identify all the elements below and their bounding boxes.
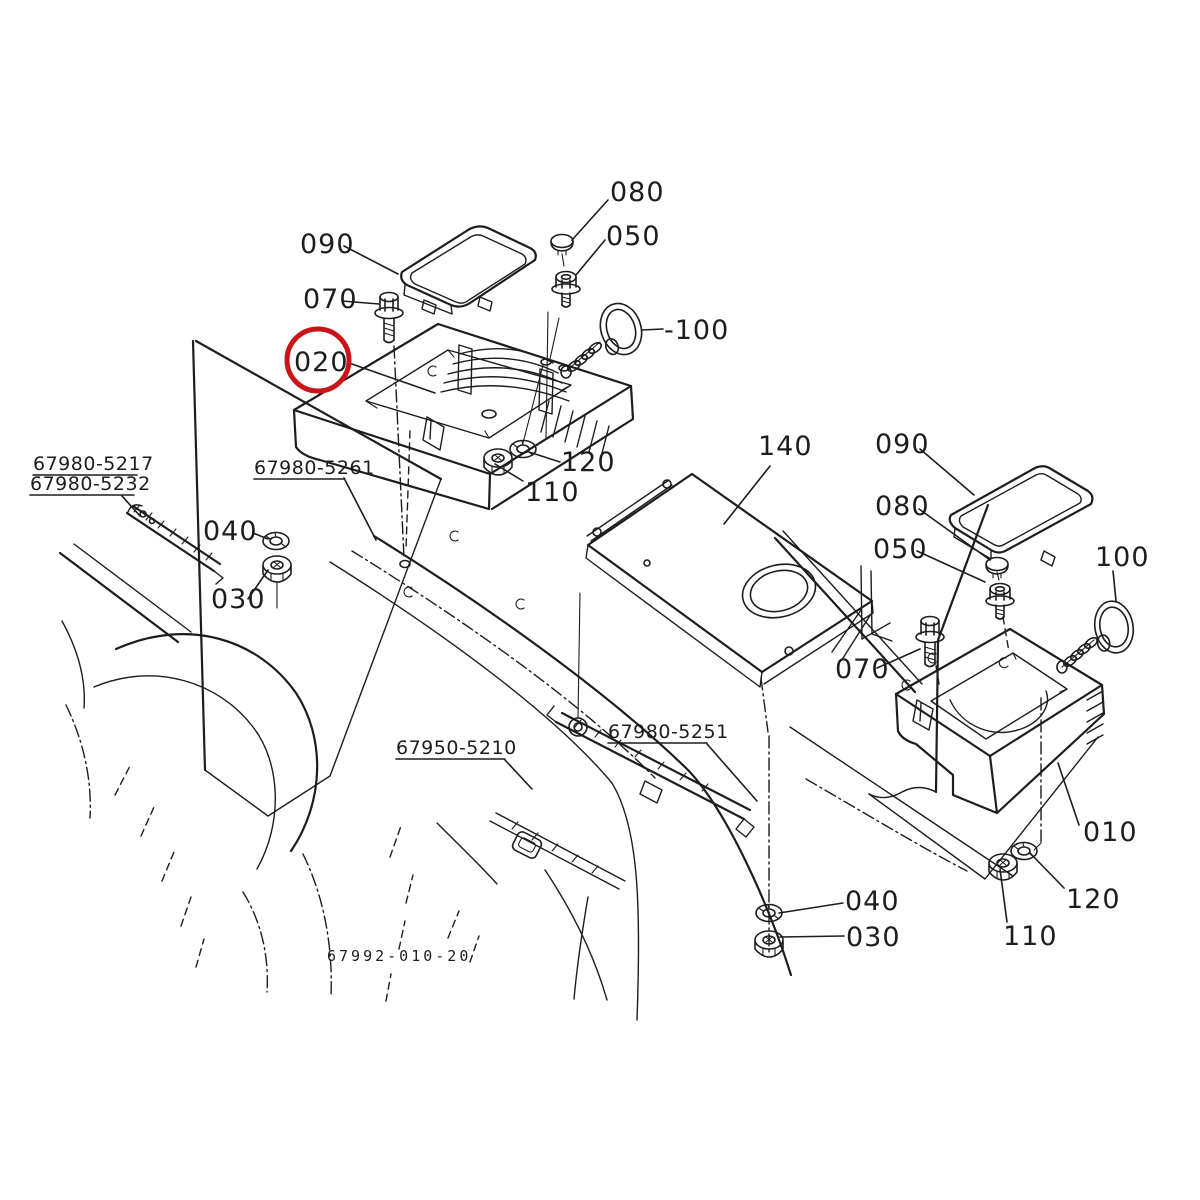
callout-right-bolt-070: 070	[835, 654, 890, 685]
callout-right-nut-110: 110	[1003, 921, 1058, 952]
leader-lines	[121, 199, 1117, 938]
left-fender-hardware	[262, 531, 292, 609]
right-knob-assembly	[1056, 600, 1135, 674]
callout-left-screw-050: 050	[606, 221, 661, 252]
drawing-number: 67992-010-20	[327, 947, 471, 965]
left-console-box	[292, 322, 635, 511]
callout-bottom-nut-030: 030	[846, 922, 901, 953]
part-number-right-panel: 67980-5251	[608, 721, 729, 743]
callout-leftfender-nut-030: 030	[211, 584, 266, 615]
callout-right-knob-100: 100	[1095, 542, 1150, 573]
left-console-washers	[483, 364, 544, 476]
part-number-underlines	[29, 474, 708, 760]
right-fender-curves	[773, 503, 1099, 880]
left-console-fasteners	[374, 233, 581, 569]
callout-right-cover-090: 090	[875, 429, 930, 460]
part-number-left-bracket-lower: 67980-5232	[30, 473, 151, 495]
callout-left-cap-080: 080	[610, 177, 665, 208]
callout-left-bolt-070: 070	[303, 284, 358, 315]
part-number-shield-panel: 67980-5261	[254, 457, 375, 479]
center-panel-140	[585, 472, 893, 955]
callout-left-knob-100: -100	[664, 315, 729, 346]
callout-right-cap-080: 080	[875, 491, 930, 522]
callout-center-nut-110: 110	[525, 477, 580, 508]
callout-right-console-010: 010	[1083, 817, 1138, 848]
center-fender-curves	[329, 530, 793, 1021]
left-fender-panel	[58, 543, 332, 997]
right-console-fasteners	[915, 556, 1015, 685]
part-number-center-rail: 67950-5210	[396, 737, 517, 759]
right-console-box	[894, 627, 1106, 851]
left-console-cover-lid	[400, 225, 537, 315]
callout-left-cover-090: 090	[300, 229, 355, 260]
callout-right-screw-050: 050	[873, 534, 928, 565]
left-knob-assembly	[560, 302, 643, 379]
callout-left-console-020: 020	[294, 347, 349, 378]
callout-right-washer-120: 120	[1066, 884, 1121, 915]
highlight-circle-020	[284, 326, 352, 394]
callout-bottom-washer-040: 040	[845, 886, 900, 917]
center-rail-bracket	[489, 592, 755, 890]
callout-center-washer-120: 120	[561, 447, 616, 478]
part-number-left-bracket-upper: 67980-5217	[33, 453, 154, 475]
right-console-washers	[988, 841, 1038, 881]
shield-panel-outline	[191, 339, 443, 817]
callout-leftfender-washer-040: 040	[203, 516, 258, 547]
callout-panel-140: 140	[758, 431, 813, 462]
